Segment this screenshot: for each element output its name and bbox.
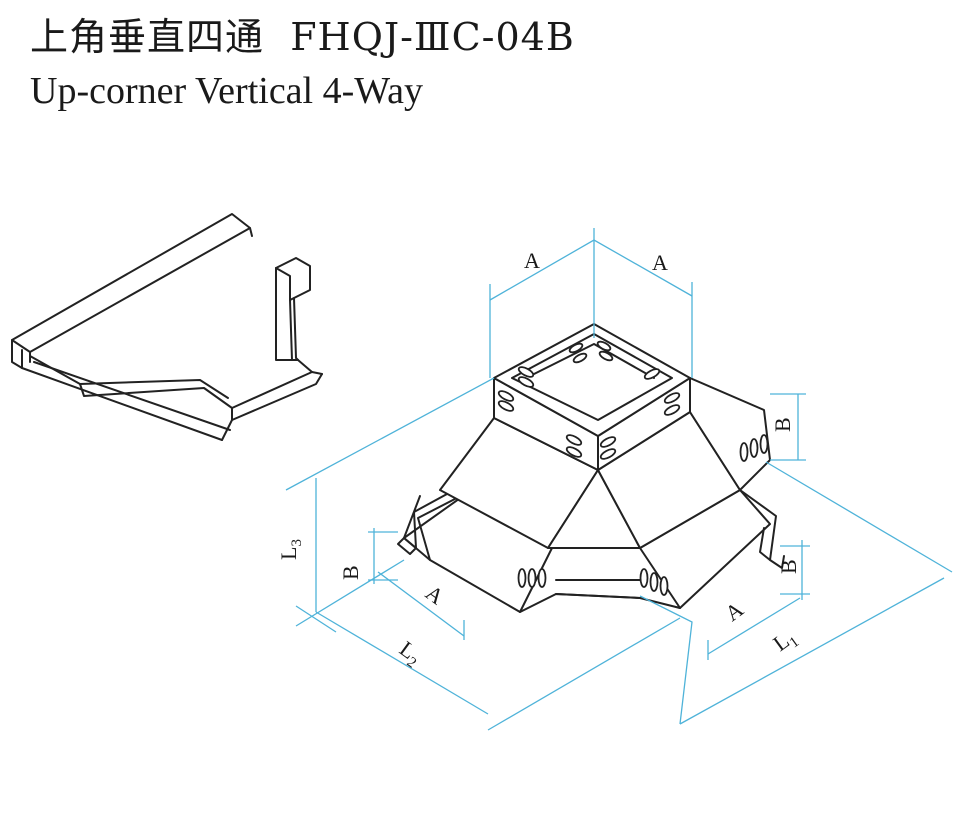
four-way-fitting [397,323,785,613]
dim-label-l1: L1 [768,624,802,660]
dim-label-a-left: A [421,580,449,610]
dim-label-a-top-right: A [652,250,668,275]
title-chinese-line: 上角垂直四通 FHQJ-ⅢC-04B [30,14,575,60]
dim-label-a-top-left: A [524,248,540,273]
slot-holes [497,340,769,596]
dim-label-l2: L2 [393,636,427,672]
dimension-labels: A A B B B A A L1 L2 L3 [276,248,802,672]
dim-label-a-right: A [720,596,748,626]
title-english: Up-corner Vertical 4-Way [30,70,423,112]
title-chinese: 上角垂直四通 [30,15,265,59]
dim-label-b-left: B [338,565,363,580]
dim-label-b-right-lower: B [776,559,801,574]
dim-label-b-right-upper: B [770,417,795,432]
dim-label-l3: L3 [276,539,305,560]
cross-section-profile [11,213,323,441]
dimension-lines [285,228,953,731]
title-code: FHQJ-ⅢC-04B [290,15,575,59]
